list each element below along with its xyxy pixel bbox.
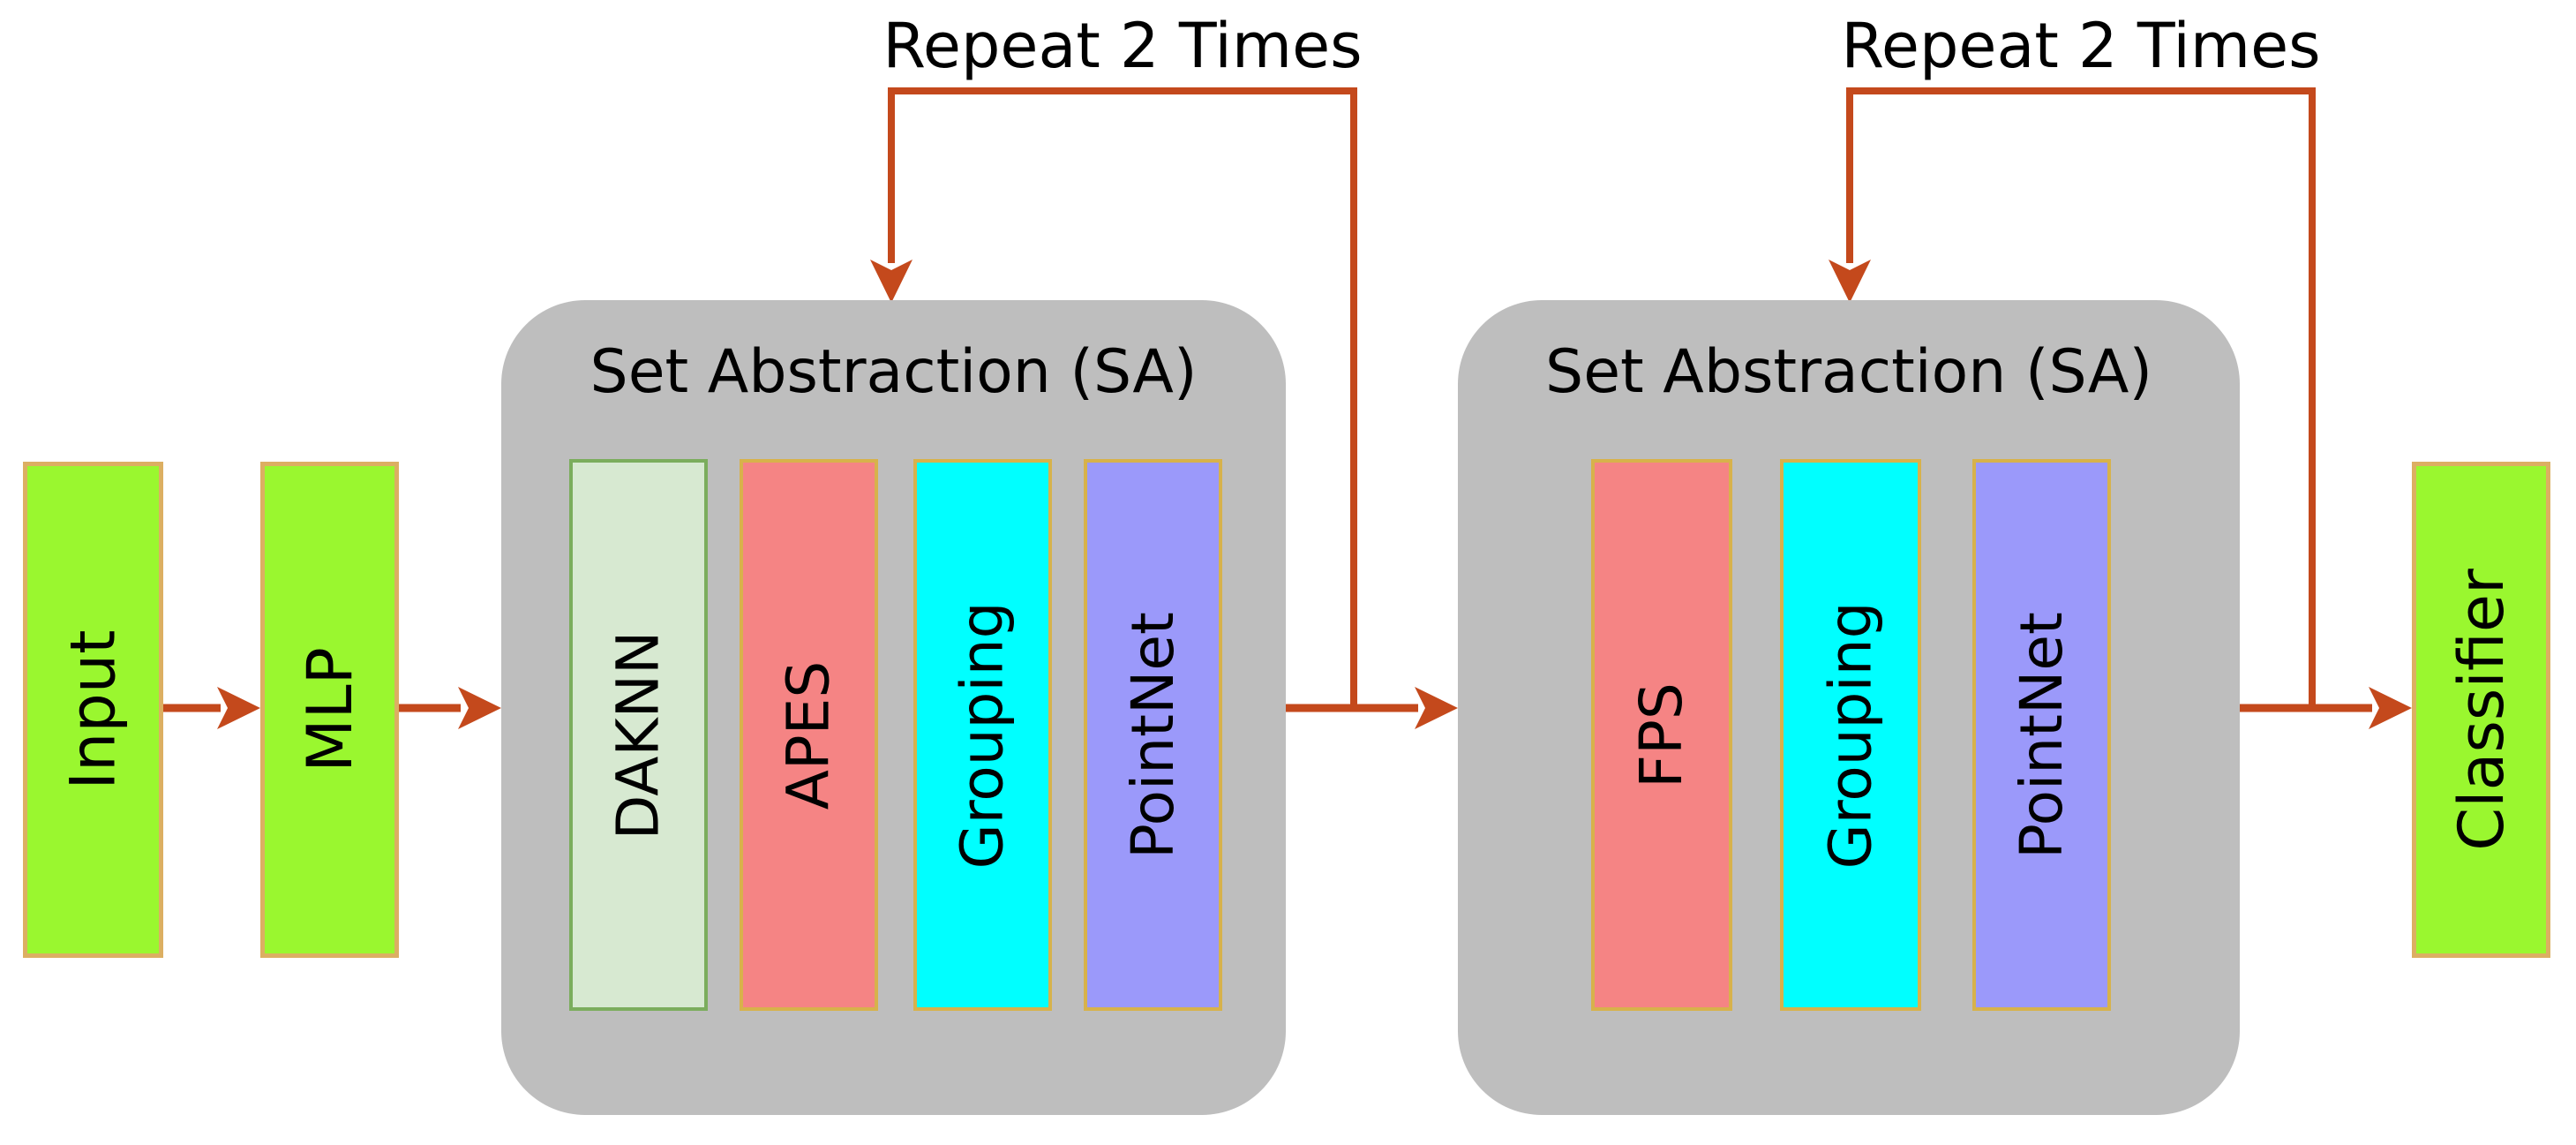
module-grouping-2: Grouping bbox=[1780, 459, 1921, 1011]
node-input-label: Input bbox=[56, 629, 130, 790]
module-daknn: DAKNN bbox=[569, 459, 708, 1011]
module-pointnet-1: PointNet bbox=[1084, 459, 1222, 1011]
set-abstraction-block-1: Set Abstraction (SA) DAKNN APES Grouping… bbox=[501, 300, 1286, 1115]
node-mlp-label: MLP bbox=[293, 647, 366, 772]
module-pointnet-2: PointNet bbox=[1972, 459, 2111, 1011]
module-fps-label: FPS bbox=[1626, 682, 1695, 788]
arrowhead-mlp-to-sa1 bbox=[458, 687, 501, 729]
node-classifier-label: Classifier bbox=[2445, 569, 2518, 851]
repeat-loop-2-arrowhead bbox=[1829, 260, 1871, 303]
set-abstraction-block-2: Set Abstraction (SA) FPS Grouping PointN… bbox=[1458, 300, 2240, 1115]
module-apes: APES bbox=[740, 459, 878, 1011]
repeat-loop-1-arrowhead bbox=[870, 260, 912, 303]
module-fps: FPS bbox=[1591, 459, 1732, 1011]
module-grouping-1-label: Grouping bbox=[948, 601, 1017, 869]
arrowhead-sa1-to-sa2 bbox=[1415, 687, 1458, 729]
repeat-label-1: Repeat 2 Times bbox=[882, 10, 1363, 82]
set-abstraction-2-title: Set Abstraction (SA) bbox=[1545, 337, 2152, 407]
module-grouping-2-label: Grouping bbox=[1816, 601, 1884, 869]
module-grouping-1: Grouping bbox=[913, 459, 1052, 1011]
node-input: Input bbox=[23, 462, 163, 958]
arrowhead-sa2-to-classifier bbox=[2369, 687, 2412, 729]
module-apes-label: APES bbox=[774, 660, 843, 810]
node-classifier: Classifier bbox=[2412, 462, 2550, 958]
module-daknn-label: DAKNN bbox=[604, 630, 672, 840]
arrowhead-input-to-mlp bbox=[217, 687, 260, 729]
repeat-label-2: Repeat 2 Times bbox=[1841, 10, 2321, 82]
module-pointnet-2-label: PointNet bbox=[2007, 611, 2076, 859]
node-mlp: MLP bbox=[260, 462, 399, 958]
set-abstraction-1-title: Set Abstraction (SA) bbox=[590, 337, 1198, 407]
module-pointnet-1-label: PointNet bbox=[1118, 611, 1187, 859]
